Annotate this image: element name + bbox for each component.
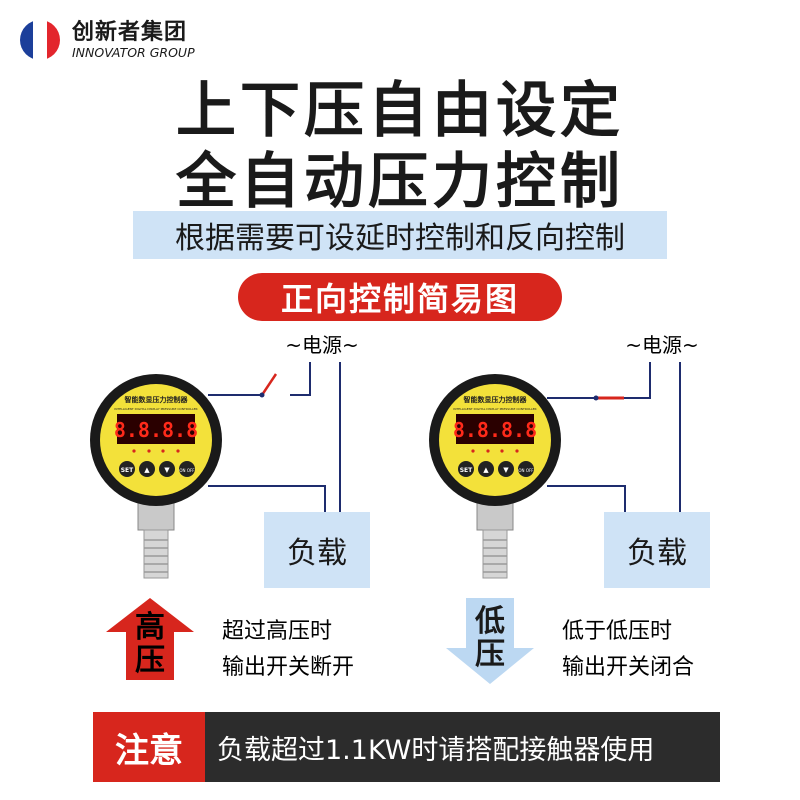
down-button-label: ▼: [164, 466, 170, 474]
gauge-lcd-digits: 8.8.8.8: [114, 418, 198, 442]
up-button-label-right: ▲: [483, 466, 489, 474]
right-desc-line-1: 低于低压时: [562, 619, 672, 644]
wiring-diagrams: 智能数显压力控制器 INTELLIGENT DIGITAL DISPLAY PR…: [90, 333, 699, 684]
low-pressure-char-2: 压: [475, 637, 505, 672]
brand-logo: [20, 20, 60, 60]
set-button-label: SET: [121, 467, 134, 474]
gauge-lcd: [117, 414, 195, 444]
load-box-right: 负载: [604, 512, 710, 588]
wiring-right: [547, 362, 681, 512]
down-button-label-right: ▼: [503, 466, 509, 474]
gauge-lcd-digits-right: 8.8.8.8: [453, 418, 537, 442]
load-box-left: 负载: [264, 512, 370, 588]
power-label-left: ~电源~: [285, 333, 359, 357]
up-button-label: ▲: [144, 466, 150, 474]
gauge-face-title-right: 智能数显压力控制器: [464, 395, 528, 404]
up-arrow-icon: [106, 598, 194, 680]
right-desc-line-2: 输出开关闭合: [562, 655, 694, 680]
headline-line-2: 全自动压力控制: [176, 147, 624, 217]
subtitle-banner: 根据需要可设延时控制和反向控制: [133, 211, 667, 259]
gauge-buttons-left: SET ▲ ▼ ON OFF: [119, 461, 195, 477]
gauge-face-subtitle: INTELLIGENT DIGITAL DISPLAY PRESSURE CON…: [114, 407, 197, 411]
gauge-face-title: 智能数显压力控制器: [125, 395, 189, 404]
pressure-gauge-left: 智能数显压力控制器 INTELLIGENT DIGITAL DISPLAY PR…: [90, 374, 222, 579]
switch-open-left: [260, 373, 278, 396]
down-arrow-icon: [446, 598, 534, 684]
low-pressure-char-1: 低: [474, 604, 505, 639]
flag-blue-stripe: [20, 20, 34, 60]
flag-red-stripe: [46, 20, 60, 60]
left-desc-line-1: 超过高压时: [222, 619, 332, 644]
high-pressure-char-2: 压: [135, 643, 165, 678]
gauge-face-subtitle-right: INTELLIGENT DIGITAL DISPLAY PRESSURE CON…: [453, 407, 536, 411]
flag-white-stripe: [33, 20, 47, 60]
onoff-button-label-right: ON OFF: [518, 468, 534, 473]
set-button-label-right: SET: [460, 467, 473, 474]
gauge-stem-thread: [143, 529, 169, 579]
note-text: 负载超过1.1KW时请搭配接触器使用: [217, 734, 655, 766]
wiring-left: [208, 362, 341, 512]
diagram-title-badge: 正向控制简易图: [238, 273, 562, 321]
onoff-button-label: ON OFF: [179, 468, 195, 473]
headline-line-1: 上下压自由设定: [176, 76, 624, 146]
power-label-right: ~电源~: [625, 333, 699, 357]
brand-name-cn: 创新者集团: [72, 20, 188, 45]
pressure-gauge-right: 智能数显压力控制器 INTELLIGENT DIGITAL DISPLAY PR…: [429, 374, 561, 579]
brand-name-en: INNOVATOR GROUP: [72, 45, 195, 60]
note-label: 注意: [93, 712, 205, 782]
note-bar: 注意 负载超过1.1KW时请搭配接触器使用: [93, 712, 720, 782]
left-desc-line-2: 输出开关断开: [222, 655, 354, 680]
high-pressure-char-1: 高: [135, 610, 165, 645]
